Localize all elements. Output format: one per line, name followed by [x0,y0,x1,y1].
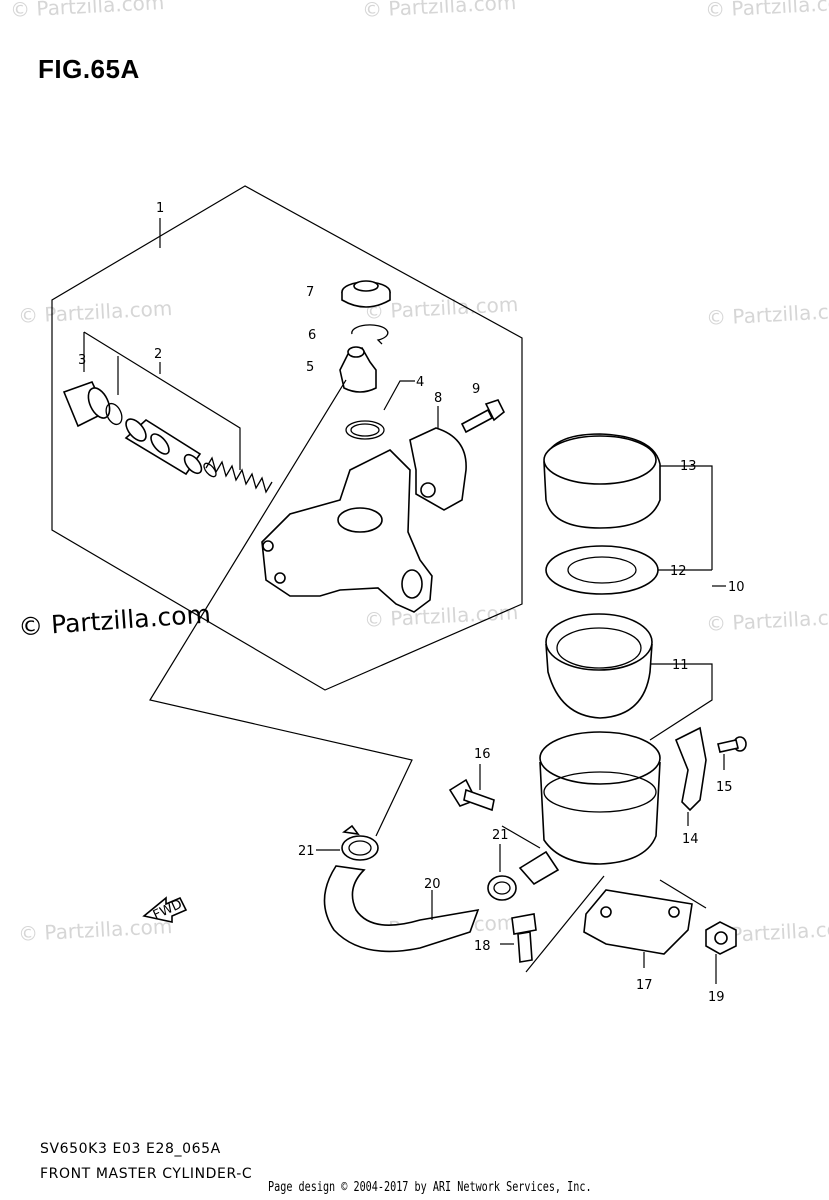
leader-line [649,663,713,741]
fwd-arrow-icon: FWD [142,896,188,923]
leader-line [525,875,605,973]
callout-16: 16 [474,747,491,762]
leader-line [383,380,415,411]
part-7-cap [341,280,391,308]
part-5-elbow [339,346,377,393]
callout-7: 7 [306,285,314,300]
callout-18: 18 [474,939,491,954]
part-20-hose [323,865,480,953]
callout-3: 3 [78,353,86,368]
part-16-bolt [448,764,495,812]
leader-line [83,331,241,470]
part-12-plate [545,545,659,595]
part-4-oring-inner [350,423,380,437]
callout-2: 2 [154,347,162,362]
callout-1: 1 [156,201,164,216]
callout-17: 17 [636,978,653,993]
part-18-bolt [500,913,537,963]
part-6-clip [351,324,389,345]
part-snap-ring [105,402,123,426]
part-11-diaphragm [545,613,653,719]
assembly-outline [51,185,523,691]
part-8-clamp [409,406,467,511]
callout-13: 13 [680,459,697,474]
callout-5: 5 [306,360,314,375]
callout-21: 21 [492,828,509,843]
page-credit: Page design © 2004-2017 by ARI Network S… [268,1180,592,1195]
part-21-clamp-upper [341,824,379,861]
callout-20: 20 [424,877,441,892]
callout-10: 10 [728,580,745,595]
callout-21: 21 [298,844,315,859]
callout-19: 19 [708,990,725,1005]
callout-15: 15 [716,780,733,795]
callout-9: 9 [472,382,480,397]
part-4-oring [345,420,385,440]
part-19-nut [705,921,737,984]
callout-11: 11 [672,658,689,673]
part-2-spring [203,456,273,494]
callout-8: 8 [434,391,442,406]
part-14-bracket [674,726,707,826]
callout-4: 4 [416,375,424,390]
model-code: SV650K3 E03 E28_065A [40,1141,221,1157]
part-15-screw [717,736,747,770]
figure-title: FIG.65A [38,54,140,84]
part-3-cup [62,381,111,428]
callout-6: 6 [308,328,316,343]
part-21-clamp-lower [487,844,517,901]
leader-line [660,465,713,570]
leader-line [149,379,413,837]
part-10-reservoir [518,731,661,886]
leader-line [659,879,707,909]
part-2-piston [124,418,203,476]
part-13-reservoir-cap [543,433,661,529]
callout-12: 12 [670,564,687,579]
leader-line [501,825,541,849]
part-17-stay [583,889,693,968]
master-cylinder-body [261,449,433,613]
diagram-subtitle: FRONT MASTER CYLINDER-C [40,1166,253,1182]
part-9-screw [460,399,506,434]
callout-14: 14 [682,832,699,847]
